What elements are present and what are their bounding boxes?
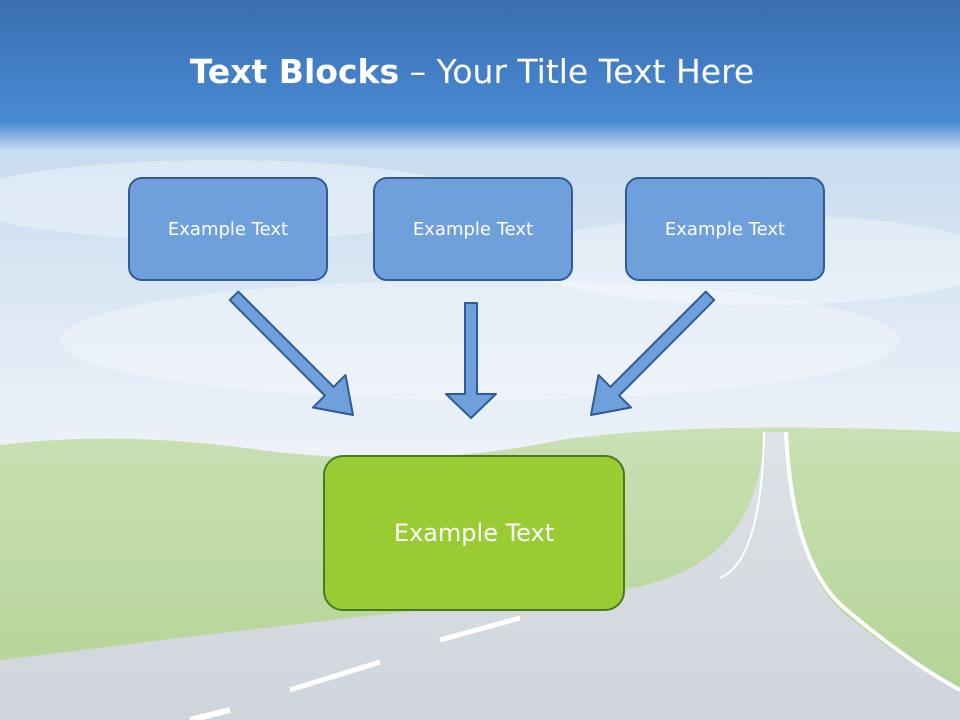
arrow-left-down-right <box>228 290 354 416</box>
text-block-result-label: Example Text <box>393 519 555 547</box>
title-rest: Your Title Text Here <box>436 52 755 91</box>
title-bold: Text Blocks <box>189 52 400 91</box>
text-block-middle-label: Example Text <box>412 218 534 240</box>
text-block-left: Example Text <box>128 177 328 281</box>
text-block-left-label: Example Text <box>167 218 289 240</box>
text-block-right: Example Text <box>625 177 825 281</box>
text-block-right-label: Example Text <box>664 218 786 240</box>
road-edge-line <box>784 431 960 692</box>
road <box>0 432 960 720</box>
text-block-middle: Example Text <box>373 177 573 281</box>
slide-title: Text Blocks – Your Title Text Here <box>0 52 944 91</box>
text-block-result: Example Text <box>323 455 625 611</box>
road-center-line <box>719 431 765 579</box>
road-dash <box>289 659 381 693</box>
road-dash <box>189 707 231 720</box>
road-dash <box>439 615 521 643</box>
title-separator: – <box>399 52 437 91</box>
arrow-right-down-left <box>590 290 716 416</box>
arrow-middle-down <box>445 302 497 419</box>
